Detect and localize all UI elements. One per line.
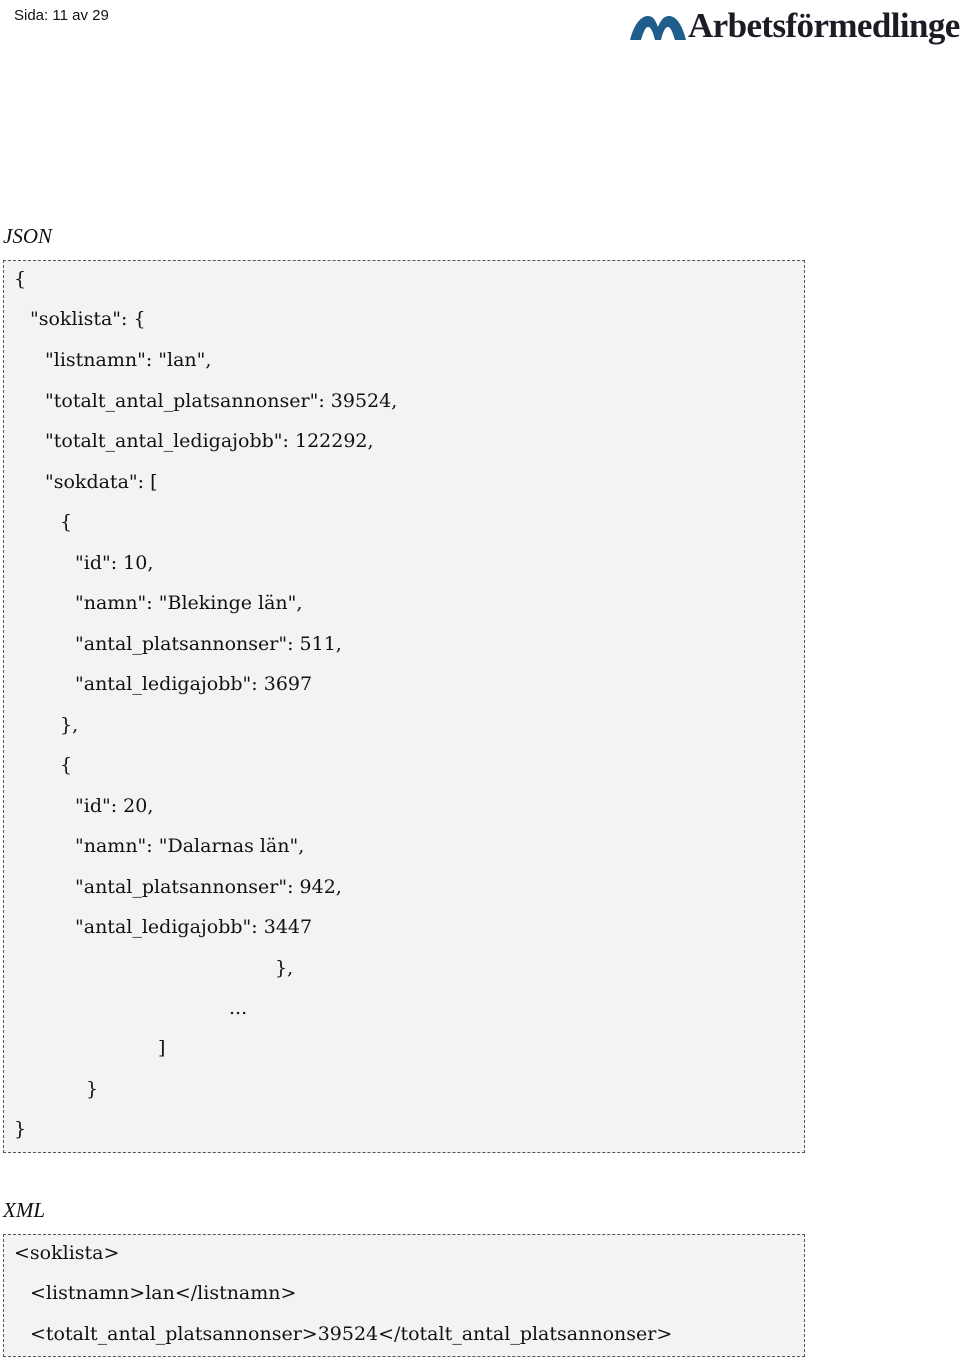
arbetsformedlingen-logo: Arbetsförmedlingen <box>630 2 960 48</box>
code-line: ... <box>229 997 248 1019</box>
xml-heading: XML <box>3 1198 45 1222</box>
code-line: "antal_platsannonser": 511, <box>75 633 342 655</box>
code-line: "sokdata": [ <box>45 471 158 493</box>
code-line: "antal_ledigajobb": 3697 <box>75 673 313 695</box>
code-line: ] <box>158 1037 166 1059</box>
logo-text: Arbetsförmedlingen <box>688 5 960 45</box>
code-line: { <box>60 511 73 533</box>
code-line: "antal_ledigajobb": 3447 <box>75 916 313 938</box>
code-line: <listnamn>lan</listnamn> <box>30 1282 297 1304</box>
page-number: Sida: 11 av 29 <box>14 7 109 24</box>
code-line: }, <box>60 714 79 736</box>
code-line: "listnamn": "lan", <box>45 349 212 371</box>
code-line: "totalt_antal_platsannonser": 39524, <box>45 390 398 412</box>
code-line: "antal_platsannonser": 942, <box>75 876 342 898</box>
code-line: } <box>14 1118 27 1140</box>
code-line: "soklista": { <box>30 308 146 330</box>
code-line: { <box>14 268 27 290</box>
code-line: "totalt_antal_ledigajobb": 122292, <box>45 430 374 452</box>
json-heading: JSON <box>3 224 52 248</box>
code-line: } <box>86 1078 99 1100</box>
json-code-box: { "soklista": { "listnamn": "lan", "tota… <box>3 260 805 1153</box>
code-line: }, <box>275 957 294 979</box>
code-line: "namn": "Blekinge län", <box>75 592 303 614</box>
code-line: "namn": "Dalarnas län", <box>75 835 305 857</box>
code-line: { <box>60 754 73 776</box>
xml-code-box: <soklista> <listnamn>lan</listnamn> <tot… <box>3 1234 805 1357</box>
code-line: "id": 10, <box>75 552 154 574</box>
code-line: "id": 20, <box>75 795 154 817</box>
logo-mark-icon <box>630 16 686 40</box>
code-line: <soklista> <box>14 1242 120 1264</box>
code-line: <totalt_antal_platsannonser>39524</total… <box>30 1323 673 1345</box>
